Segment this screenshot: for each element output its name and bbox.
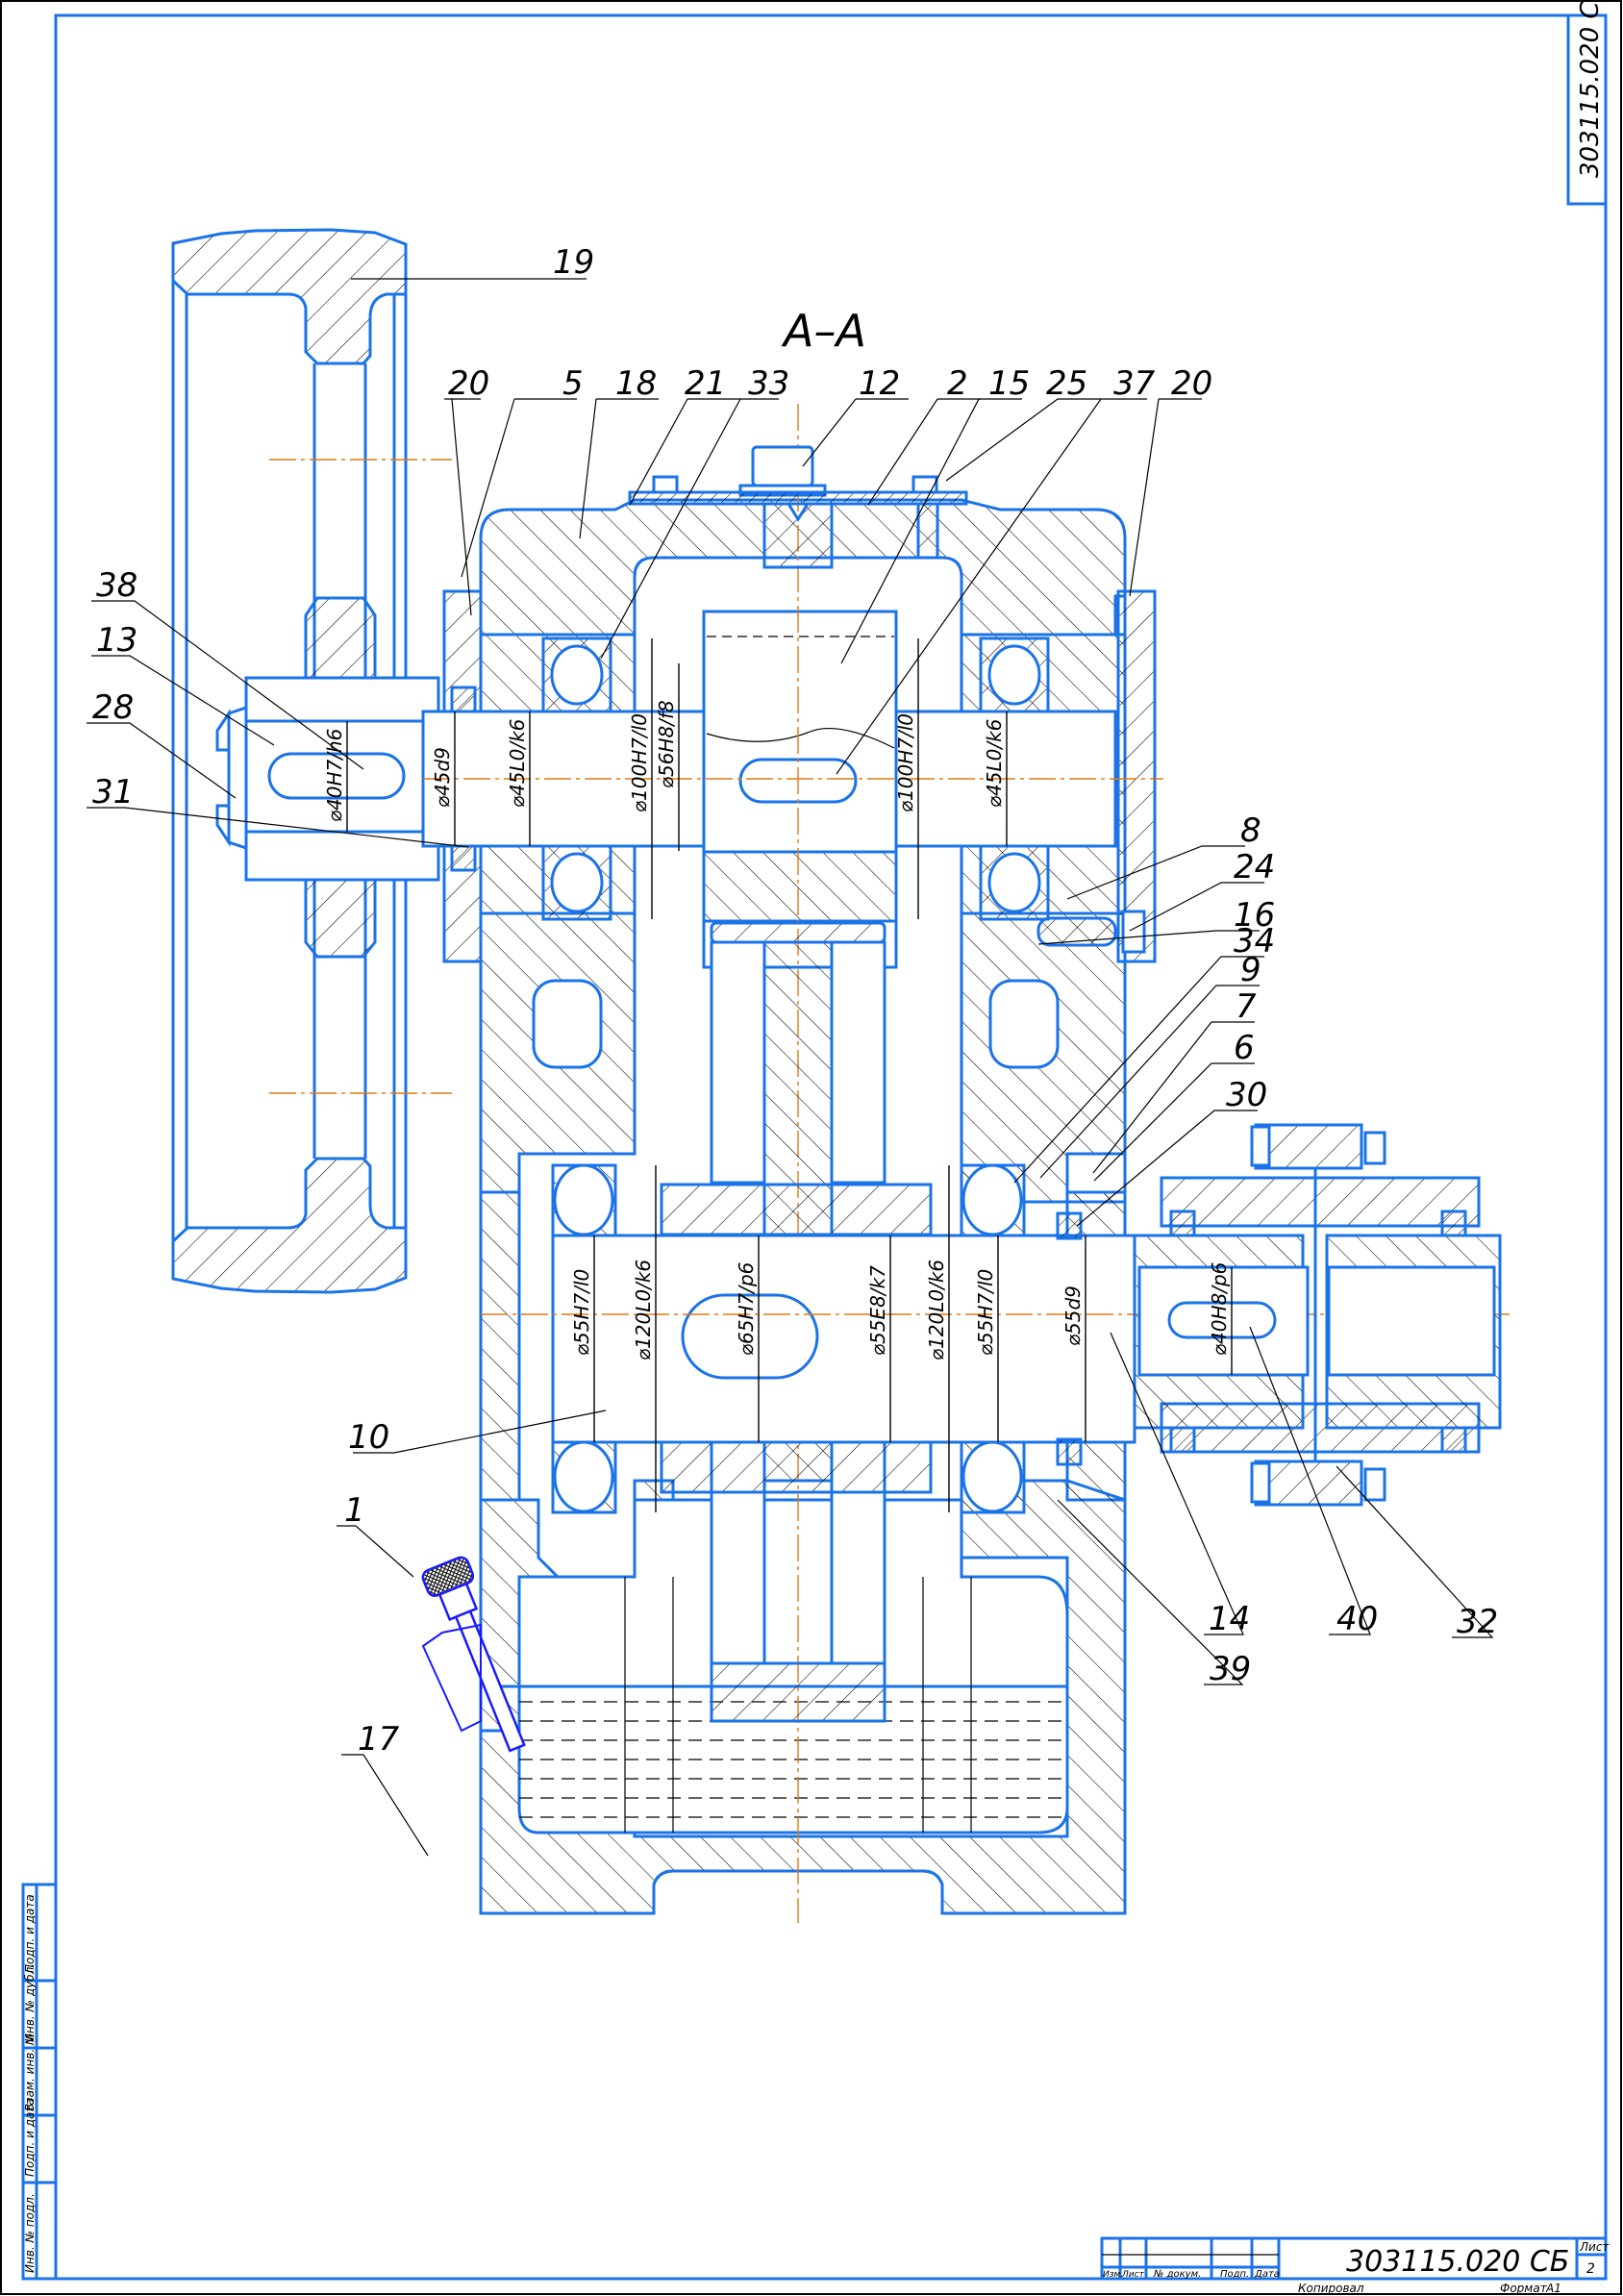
breather-plug	[628, 445, 968, 569]
callout-24: 24	[1234, 848, 1275, 886]
input-shaft	[421, 404, 1163, 1923]
side-label-inv-dubl: Инв. № дубл.	[23, 1963, 37, 2042]
callout-labels: 19 20 5 18 21 33 12 2 15 25 37 20 38 13 …	[92, 243, 1498, 1759]
tb-copied: Копировал	[1298, 2282, 1364, 2295]
dim-65H7-p6: ⌀65H7/p6	[735, 1262, 758, 1356]
tb-format-label: Формат	[1500, 2282, 1548, 2295]
callout-25: 25	[1046, 364, 1087, 403]
side-label-vzam-inv: Взам. инв. №	[23, 2034, 37, 2111]
tb-list: Лист	[1121, 2270, 1145, 2280]
coupling	[1133, 1123, 1502, 1507]
dimension-lines	[346, 638, 1233, 1512]
tb-data: Дата	[1254, 2269, 1280, 2280]
tb-sheet-number: 2	[1586, 2261, 1595, 2277]
dim-45L0k6-left: ⌀45L0/k6	[506, 719, 529, 808]
bearing-bottom-right	[960, 1163, 1026, 1514]
tb-sheet-label: Лист	[1579, 2240, 1610, 2254]
tb-podp: Подп.	[1220, 2269, 1249, 2280]
dim-40H8-p6: ⌀40H8/p6	[1208, 1262, 1231, 1356]
leader-lines	[87, 278, 1494, 1857]
oil-dipstick	[421, 1556, 526, 1753]
tb-izm: Изм.	[1103, 2270, 1123, 2280]
callout-2: 2	[947, 364, 968, 403]
callout-5: 5	[562, 364, 584, 403]
callout-33: 33	[748, 364, 789, 403]
callout-9: 9	[1240, 951, 1261, 989]
side-strip: Подп. и дата Инв. № дубл. Взам. инв. № П…	[21, 1883, 58, 2281]
bearing-top-right	[979, 636, 1050, 921]
callout-17: 17	[358, 1720, 400, 1759]
dim-100H7-l0-right: ⌀100H7/l0	[894, 713, 917, 812]
dim-55H7-l0-right: ⌀55H7/l0	[974, 1269, 997, 1356]
callout-19: 19	[553, 243, 594, 282]
section-title: A–A	[781, 305, 866, 357]
title-block: Изм. Лист № докум. Подп. Дата 303115.020…	[1100, 2236, 1610, 2295]
inner-frame	[54, 13, 1608, 2281]
tb-code: 303115.020 СБ	[1346, 2245, 1569, 2279]
dim-55d9: ⌀55d9	[1061, 1285, 1085, 1346]
dim-120L0-k6-left: ⌀120L0/k6	[632, 1260, 655, 1360]
key-39	[681, 1293, 819, 1380]
callout-37: 37	[1113, 364, 1156, 403]
dim-45L0k6-right: ⌀45L0/k6	[983, 719, 1006, 808]
side-label-podp-data-1: Подп. и дата	[23, 1894, 37, 1973]
callout-20-right: 20	[1171, 364, 1212, 403]
callout-16: 16	[1234, 896, 1275, 935]
callout-8: 8	[1240, 811, 1261, 850]
dim-56H8-f8: ⌀56H8/f8	[655, 700, 678, 788]
callout-40: 40	[1336, 1600, 1378, 1638]
callout-6: 6	[1234, 1029, 1255, 1067]
corner-stamp-code: 303115.020 СБ	[1576, 0, 1605, 178]
tb-doc: № докум.	[1153, 2269, 1201, 2280]
callout-39: 39	[1210, 1650, 1251, 1688]
callout-14: 14	[1209, 1600, 1250, 1638]
bearing-top-left	[541, 636, 612, 921]
key-40	[1167, 1301, 1277, 1339]
callout-10: 10	[348, 1418, 389, 1457]
callout-21: 21	[685, 364, 726, 403]
key-38	[267, 752, 406, 800]
callout-28: 28	[92, 688, 134, 727]
callout-30: 30	[1226, 1076, 1267, 1114]
callout-34: 34	[1234, 922, 1275, 961]
callout-20-left: 20	[448, 364, 489, 403]
callout-38: 38	[96, 566, 137, 605]
bolt-16	[1036, 916, 1117, 947]
pulley	[171, 228, 452, 1294]
side-label-inv-podl: Инв. № подл.	[23, 2193, 37, 2273]
callout-7: 7	[1236, 987, 1257, 1026]
callout-32: 32	[1457, 1603, 1498, 1641]
dim-55E8-k7: ⌀55E8/k7	[866, 1265, 889, 1356]
bolt-head-24	[1121, 910, 1146, 954]
dim-120L0-k6-right: ⌀120L0/k6	[925, 1260, 948, 1360]
callout-15: 15	[988, 364, 1030, 403]
callout-13: 13	[96, 621, 137, 660]
dim-100H7-l0-left: ⌀100H7/l0	[628, 713, 651, 812]
output-shaft	[481, 1163, 1510, 1514]
dim-40H7-h6: ⌀40H7/h6	[323, 729, 346, 822]
callout-31: 31	[92, 773, 134, 811]
side-label-podp-data-2: Подп. и дата	[23, 2098, 37, 2177]
callout-12: 12	[859, 364, 900, 403]
bearing-bottom-left	[551, 1163, 617, 1514]
callout-18: 18	[615, 364, 657, 403]
corner-stamp: 303115.020 СБ	[1566, 0, 1608, 206]
dim-45d9: ⌀45d9	[431, 747, 454, 808]
dim-55H7-l0-left: ⌀55H7/l0	[570, 1269, 593, 1356]
callout-1: 1	[344, 1491, 365, 1530]
tb-format-value: A1	[1545, 2282, 1561, 2295]
dimension-texts: ⌀40H7/h6 ⌀45d9 ⌀45L0/k6 ⌀100H7/l0 ⌀56H8/…	[323, 700, 1231, 1360]
